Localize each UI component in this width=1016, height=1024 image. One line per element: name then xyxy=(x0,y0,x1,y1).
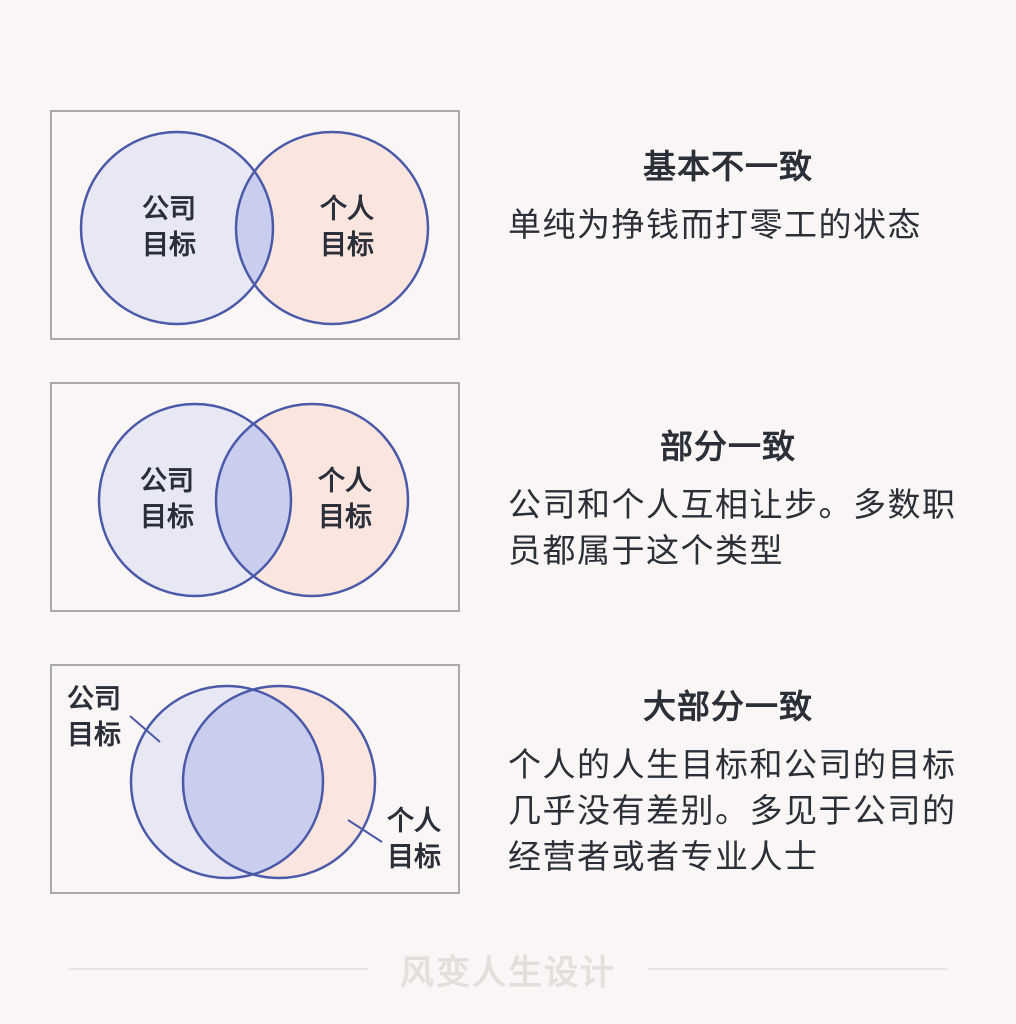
person-circle-outline xyxy=(214,402,410,598)
overlap-region xyxy=(216,404,291,596)
company-label-line1: 公司 xyxy=(67,684,121,715)
person-circle xyxy=(236,132,428,324)
person-label-line1: 个人 xyxy=(387,806,441,837)
description-2: 部分一致 公司和个人互相让步。多数职员都属于这个类型 xyxy=(508,420,968,574)
venn-panel-1: 公司 目标 个人 目标 xyxy=(50,110,460,340)
footer-divider-left xyxy=(68,968,368,970)
company-circle-outline xyxy=(79,130,275,326)
footer: 风变人生设计 xyxy=(68,945,948,993)
venn-panel-2: 公司 目标 个人 目标 xyxy=(50,382,460,612)
venn-diagram-3: 公司 目标 个人 目标 xyxy=(67,684,441,880)
person-leader-line xyxy=(347,819,383,843)
person-label-line2: 目标 xyxy=(320,230,374,261)
description-body: 单纯为挣钱而打零工的状态 xyxy=(508,205,922,244)
venn-panel-3: 公司 目标 个人 目标 xyxy=(50,664,460,894)
company-label-line1: 公司 xyxy=(140,466,194,497)
company-label-line1: 公司 xyxy=(142,194,196,225)
person-label-line2: 目标 xyxy=(387,842,441,873)
description-title: 基本不一致 xyxy=(643,147,813,186)
company-label-line2: 目标 xyxy=(140,502,194,533)
venn-diagram-1: 公司 目标 个人 目标 xyxy=(79,130,430,326)
description-body: 个人的人生目标和公司的目标几乎没有差别。多见于公司的经营者或者专业人士 xyxy=(508,745,957,876)
description-3: 大部分一致 个人的人生目标和公司的目标几乎没有差别。多见于公司的经营者或者专业人… xyxy=(508,680,968,880)
description-body: 公司和个人互相让步。多数职员都属于这个类型 xyxy=(508,485,957,570)
company-circle-outline xyxy=(97,402,293,598)
venn-diagram-2: 公司 目标 个人 目标 xyxy=(97,402,410,598)
person-circle-outline xyxy=(234,130,430,326)
brand-watermark: 风变人生设计 xyxy=(400,953,616,993)
description-title: 大部分一致 xyxy=(643,687,813,726)
company-label-line2: 目标 xyxy=(142,230,196,261)
company-circle-outline xyxy=(129,684,325,880)
company-circle xyxy=(81,132,273,324)
person-label-line2: 目标 xyxy=(318,502,372,533)
description-title: 部分一致 xyxy=(660,427,796,466)
person-circle-outline xyxy=(181,684,377,880)
person-label-line1: 个人 xyxy=(320,194,374,225)
overlap-region xyxy=(183,686,323,878)
description-1: 基本不一致 单纯为挣钱而打零工的状态 xyxy=(508,140,968,248)
company-leader-line xyxy=(129,715,161,743)
footer-divider-right xyxy=(648,968,948,970)
company-label-line2: 目标 xyxy=(67,720,121,751)
person-label-line1: 个人 xyxy=(318,466,372,497)
